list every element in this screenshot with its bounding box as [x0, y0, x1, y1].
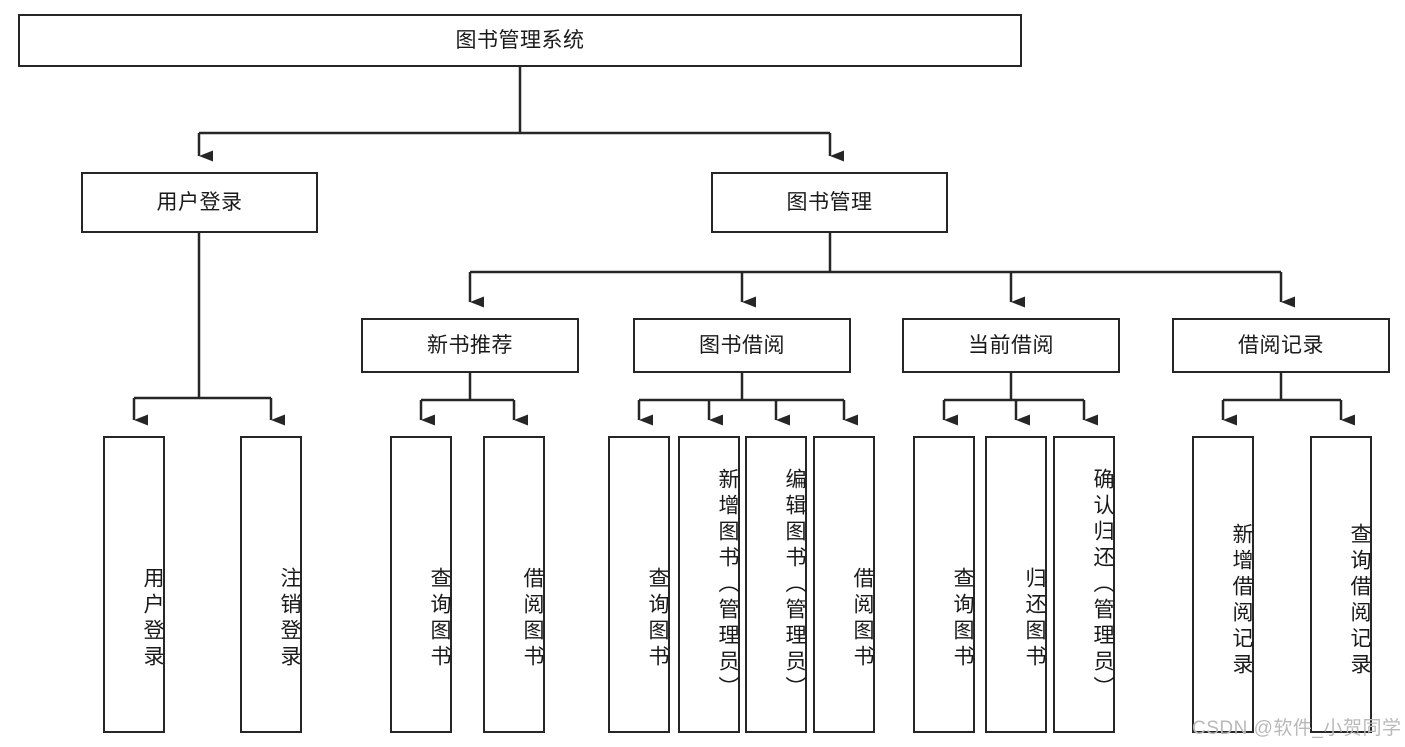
node-label: 新增图书（管理员） — [716, 467, 739, 702]
node-user-login[interactable]: 用户登录 — [81, 172, 318, 233]
leaf-borrow-book[interactable]: 借阅图书 — [813, 436, 875, 733]
node-label: 确认归还（管理员） — [1091, 467, 1114, 702]
leaf-edit-book-admin[interactable]: 编辑图书（管理员） — [745, 436, 807, 733]
node-label: 查询借阅记录 — [1348, 522, 1371, 679]
node-current-borrow[interactable]: 当前借阅 — [902, 318, 1120, 373]
node-label: 编辑图书（管理员） — [783, 467, 806, 702]
leaf-add-book-admin[interactable]: 新增图书（管理员） — [678, 436, 740, 733]
leaf-query-book-borrow[interactable]: 查询图书 — [608, 436, 670, 733]
node-label: 查询图书 — [951, 566, 974, 671]
node-label: 图书借阅 — [699, 333, 785, 357]
node-borrow-record[interactable]: 借阅记录 — [1172, 318, 1390, 373]
node-label: 查询图书 — [646, 566, 669, 671]
node-book-management[interactable]: 图书管理 — [711, 172, 948, 233]
node-label: 图书管理 — [786, 190, 873, 214]
node-label: 当前借阅 — [968, 333, 1054, 357]
leaf-confirm-return-admin[interactable]: 确认归还（管理员） — [1053, 436, 1115, 733]
node-label: 用户登录 — [141, 566, 164, 671]
node-root-system[interactable]: 图书管理系统 — [18, 14, 1022, 67]
node-label: 借阅图书 — [521, 566, 544, 671]
node-label: 注销登录 — [278, 566, 301, 671]
leaf-query-book-current[interactable]: 查询图书 — [913, 436, 975, 733]
leaf-return-book[interactable]: 归还图书 — [985, 436, 1047, 733]
leaf-query-book-newbook[interactable]: 查询图书 — [390, 436, 452, 733]
node-label: 新增借阅记录 — [1230, 522, 1253, 679]
node-label: 图书管理系统 — [455, 28, 585, 52]
leaf-add-borrow-record[interactable]: 新增借阅记录 — [1192, 436, 1254, 733]
leaf-user-login[interactable]: 用户登录 — [103, 436, 165, 733]
leaf-query-borrow-record[interactable]: 查询借阅记录 — [1310, 436, 1372, 733]
node-book-borrow[interactable]: 图书借阅 — [633, 318, 851, 373]
node-label: 归还图书 — [1023, 566, 1046, 671]
leaf-borrow-book-newbook[interactable]: 借阅图书 — [483, 436, 545, 733]
node-label: 借阅图书 — [851, 566, 874, 671]
node-label: 用户登录 — [156, 190, 243, 214]
csdn-watermark: CSDN @软件_小贺同学 — [1192, 718, 1402, 739]
node-label: 借阅记录 — [1238, 333, 1324, 357]
node-label: 查询图书 — [428, 566, 451, 671]
node-label: 新书推荐 — [427, 333, 513, 357]
node-new-book-recommend[interactable]: 新书推荐 — [361, 318, 579, 373]
leaf-logout[interactable]: 注销登录 — [240, 436, 302, 733]
